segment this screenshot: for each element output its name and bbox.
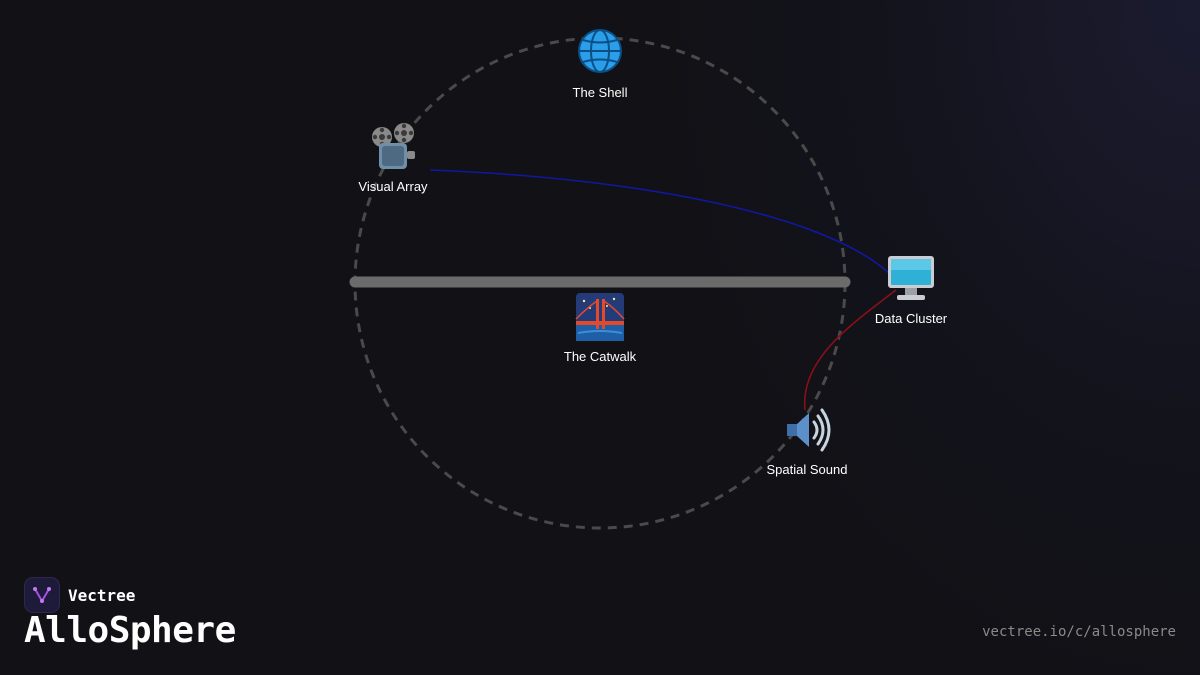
page-url[interactable]: vectree.io/c/allosphere	[982, 624, 1176, 640]
node-label-the-catwalk: The Catwalk	[563, 349, 637, 364]
node-label-the-shell: The Shell	[572, 85, 628, 100]
node-visual-array[interactable]: Visual Array	[323, 121, 463, 194]
page-title: AlloSphere	[24, 610, 236, 651]
desktop-computer-icon	[888, 256, 934, 300]
speaker-icon	[787, 408, 831, 452]
edge-visual-array-to-data-cluster	[429, 169, 893, 277]
node-label-spatial-sound: Spatial Sound	[766, 462, 848, 477]
brand-name: Vectree	[68, 585, 136, 605]
brand[interactable]: Vectree	[24, 577, 135, 613]
globe-icon	[578, 29, 622, 73]
node-the-shell[interactable]: The Shell	[530, 27, 670, 100]
node-data-cluster[interactable]: Data Cluster	[841, 253, 981, 326]
node-label-visual-array: Visual Array	[358, 179, 428, 194]
node-label-data-cluster: Data Cluster	[874, 311, 948, 326]
vectree-logo-icon	[24, 577, 60, 613]
edge-data-cluster-to-spatial-sound	[803, 289, 897, 411]
film-projector-icon	[372, 123, 415, 169]
bridge-at-night-icon	[575, 293, 625, 341]
node-the-catwalk[interactable]: The Catwalk	[530, 291, 670, 364]
node-spatial-sound[interactable]: Spatial Sound	[737, 404, 877, 477]
